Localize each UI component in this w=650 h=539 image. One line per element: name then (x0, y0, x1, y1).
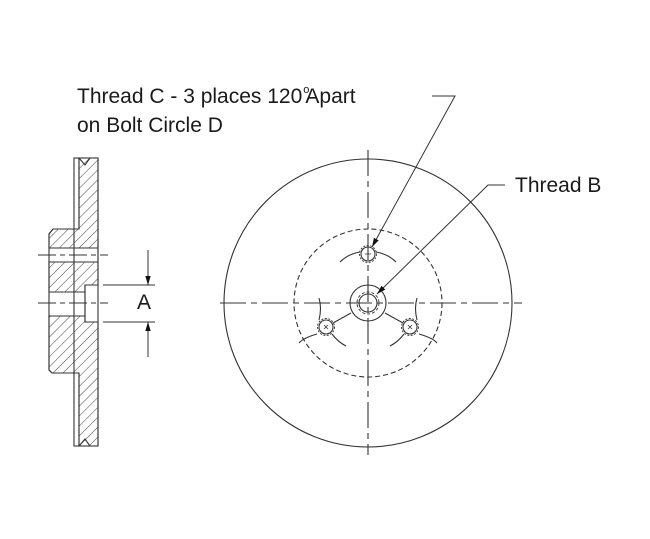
front-view (220, 150, 522, 455)
leader-lines (371, 95, 505, 295)
dimension-a (103, 250, 155, 357)
hub-outline (48, 228, 74, 374)
thread-c-leader (371, 95, 456, 248)
dimension-a-label: A (137, 291, 152, 314)
thread-b-label: Thread B (515, 174, 602, 197)
rim-outline (73, 157, 99, 447)
side-section-view (38, 157, 108, 447)
thread-c-label: Thread C - 3 places 120oApart (77, 84, 356, 113)
bolt-hole-left (298, 297, 347, 347)
thread-c-text-part2: Apart (305, 85, 356, 108)
thread-c-text-part1: Thread C - 3 places 120 (77, 85, 303, 108)
bolt-hole-right (389, 297, 438, 347)
hub-circle (349, 284, 387, 322)
thread-b-major (356, 291, 380, 315)
bolt-hole-top (339, 245, 397, 263)
bolt-circle-label: on Bolt Circle D (77, 114, 223, 137)
thread-b-leader (376, 184, 505, 295)
thread-b-minor (358, 293, 378, 313)
degree-symbol: o (303, 84, 310, 96)
